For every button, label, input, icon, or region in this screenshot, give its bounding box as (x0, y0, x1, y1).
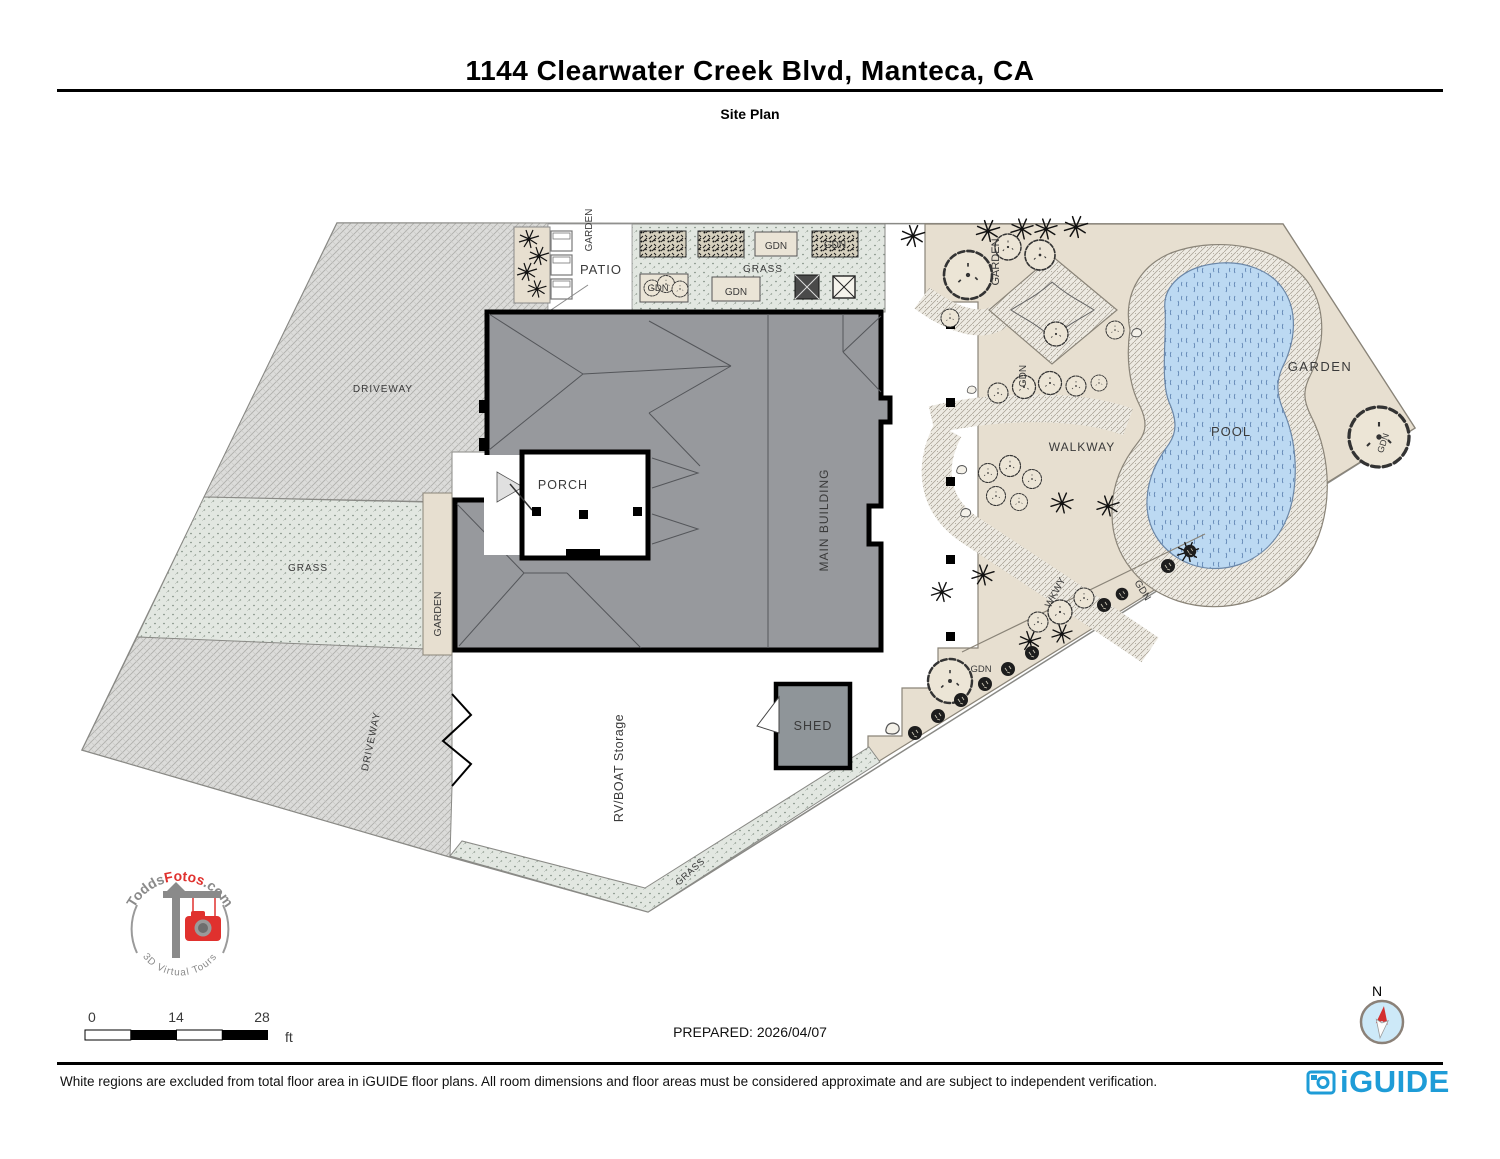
walkway-label: WALKWAY (1049, 440, 1116, 454)
gdn-label-4: GDN (725, 287, 747, 298)
compass-icon: N (1359, 983, 1405, 1045)
iguide-logo: iGUIDE (1306, 1066, 1450, 1097)
page-subtitle: Site Plan (720, 106, 780, 122)
iguide-camera-icon (1306, 1070, 1336, 1094)
shed-door (756, 695, 780, 734)
vendor-logo: ToddsFotos.com 3D Virtual Tours (123, 868, 237, 979)
gdn-label-5: GDN (1018, 365, 1029, 387)
footer-disclaimer: White regions are excluded from total fl… (60, 1074, 1158, 1089)
garden-left-label: GARDEN (432, 592, 444, 637)
title-rule (57, 89, 1443, 92)
grass-top-label: GRASS (743, 264, 783, 275)
logo-name-part2: Fotos (163, 868, 208, 889)
driveway-lower-area (81, 636, 453, 858)
garden-top-right-label: GARDEN (990, 238, 1002, 285)
logo-left-paren (130, 904, 138, 954)
gdn-label-2: GDN (824, 240, 846, 251)
pool-label: POOL (1211, 424, 1251, 439)
walkway-path-mid (928, 394, 1133, 436)
gdn-label-3: GDN (647, 283, 668, 294)
scale-zero: 0 (88, 1009, 96, 1025)
logo-name-part1: Todds (123, 871, 166, 910)
driveway-upper-label: DRIVEWAY (353, 384, 413, 395)
scale-bar: 0 14 28 ft (84, 1009, 293, 1045)
garden-patio-top-label: GARDEN (584, 209, 595, 252)
porch-door-swing (509, 483, 533, 511)
logo-signpost-icon (163, 882, 221, 958)
entry-wedge (496, 471, 524, 503)
prepared-date: PREPARED: 2026/04/07 (673, 1024, 827, 1040)
grass-left-label: GRASS (288, 563, 328, 574)
walkway-path-lower (921, 423, 1159, 663)
compass-north-label: N (1372, 983, 1382, 999)
scale-mid: 14 (168, 1009, 184, 1025)
pool-shape (1146, 262, 1296, 570)
gdn-label-8: GDN (970, 664, 991, 675)
porch-area (519, 449, 651, 561)
patio-step-line (547, 284, 589, 313)
logo-right-paren (222, 904, 230, 954)
patio-equipment (550, 230, 573, 300)
garden-diamond-feature (988, 255, 1118, 365)
porch-label: PORCH (538, 478, 588, 492)
gate-zigzag (441, 693, 473, 787)
grass-left-area (136, 496, 424, 651)
shed-label: SHED (794, 719, 833, 733)
patio-label: PATIO (580, 262, 622, 277)
main-building-label: MAIN BUILDING (817, 468, 831, 571)
scale-max: 28 (254, 1009, 270, 1025)
scale-unit: ft (285, 1029, 293, 1045)
porch-posts (479, 400, 642, 558)
grass-band-area (449, 746, 881, 913)
iguide-brand-text: iGUIDE (1340, 1064, 1450, 1099)
footer-rule (57, 1062, 1443, 1065)
gdn-label-1: GDN (765, 241, 787, 252)
garden-right-label: GARDEN (1288, 359, 1353, 374)
page-title: 1144 Clearwater Creek Blvd, Manteca, CA (465, 55, 1035, 86)
porch-entry-gap (484, 455, 524, 555)
walkway-path-upper (914, 287, 1008, 336)
rv-boat-storage-label: RV/BOAT Storage (612, 714, 626, 822)
garden-left-strip (422, 492, 453, 656)
